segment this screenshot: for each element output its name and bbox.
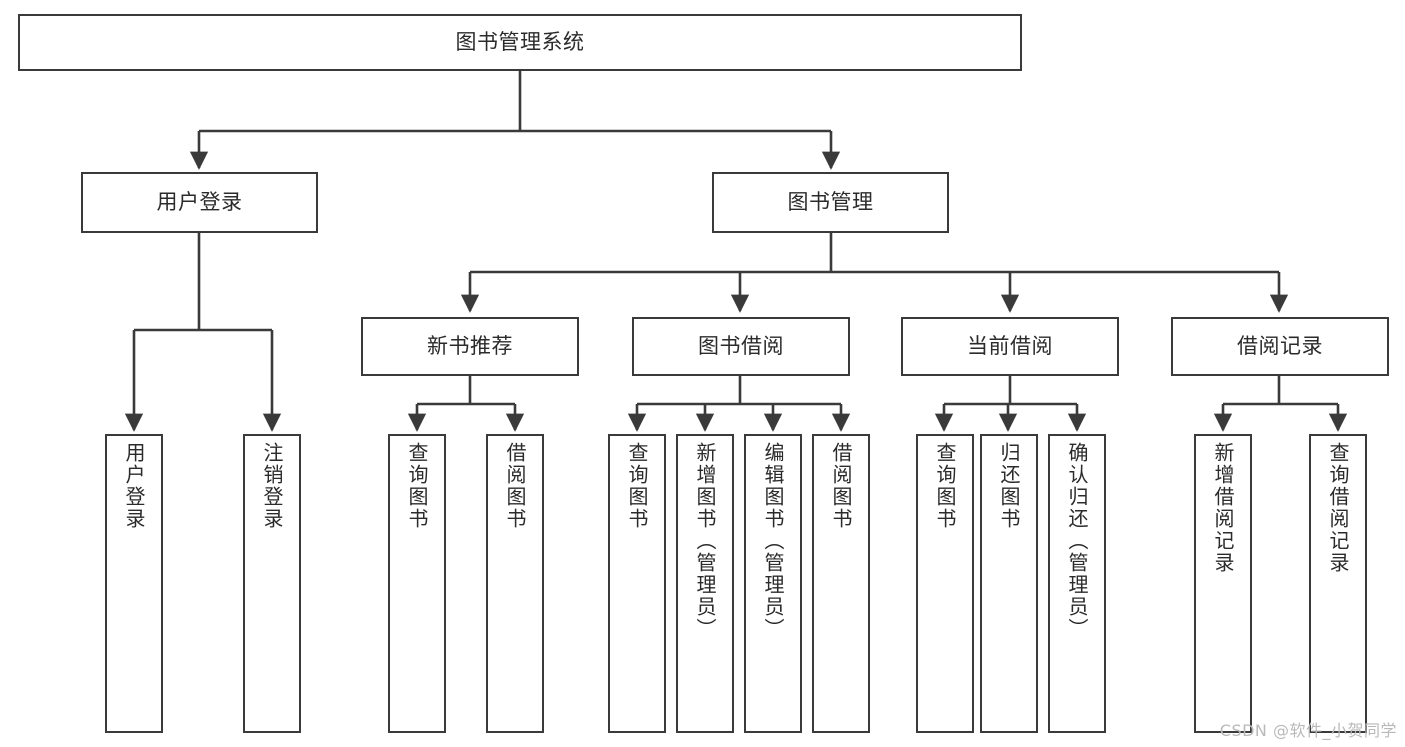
node-leaf-query-book-1[interactable]: 查询图书 xyxy=(388,434,446,733)
node-book-borrow[interactable]: 图书借阅 xyxy=(632,317,850,376)
node-book-manage[interactable]: 图书管理 xyxy=(712,172,949,233)
node-new-book-rec[interactable]: 新书推荐 xyxy=(361,317,579,376)
node-leaf-query-book-1-label: 查询图书 xyxy=(405,442,429,530)
node-leaf-add-record[interactable]: 新增借阅记录 xyxy=(1194,434,1252,733)
node-leaf-user-login[interactable]: 用户登录 xyxy=(105,434,163,733)
node-user-login[interactable]: 用户登录 xyxy=(81,172,318,233)
node-leaf-edit-book-label: 编辑图书（管理员） xyxy=(761,442,785,640)
node-borrow-record-label: 借阅记录 xyxy=(1237,334,1323,359)
node-leaf-query-record[interactable]: 查询借阅记录 xyxy=(1309,434,1367,733)
node-leaf-logout-label: 注销登录 xyxy=(260,442,284,530)
node-leaf-borrow-book-2[interactable]: 借阅图书 xyxy=(812,434,870,733)
node-root-label: 图书管理系统 xyxy=(455,30,585,55)
node-leaf-confirm-return-label: 确认归还（管理员） xyxy=(1065,442,1089,640)
node-leaf-logout[interactable]: 注销登录 xyxy=(243,434,301,733)
csdn-watermark: CSDN @软件_小贺同学 xyxy=(1219,721,1397,740)
node-leaf-confirm-return[interactable]: 确认归还（管理员） xyxy=(1048,434,1106,733)
node-leaf-add-book[interactable]: 新增图书（管理员） xyxy=(676,434,734,733)
node-leaf-borrow-book-1-label: 借阅图书 xyxy=(503,442,527,530)
node-leaf-borrow-book-1[interactable]: 借阅图书 xyxy=(486,434,544,733)
node-book-borrow-label: 图书借阅 xyxy=(698,334,784,359)
node-leaf-borrow-book-2-label: 借阅图书 xyxy=(829,442,853,530)
node-new-book-rec-label: 新书推荐 xyxy=(427,334,513,359)
node-leaf-add-book-label: 新增图书（管理员） xyxy=(693,442,717,640)
node-leaf-return-book[interactable]: 归还图书 xyxy=(980,434,1038,733)
node-leaf-add-record-label: 新增借阅记录 xyxy=(1211,442,1235,574)
node-current-borrow[interactable]: 当前借阅 xyxy=(901,317,1119,376)
node-leaf-query-book-2-label: 查询图书 xyxy=(625,442,649,530)
node-leaf-query-book-3-label: 查询图书 xyxy=(933,442,957,530)
node-borrow-record[interactable]: 借阅记录 xyxy=(1171,317,1389,376)
node-leaf-query-book-3[interactable]: 查询图书 xyxy=(916,434,974,733)
node-leaf-return-book-label: 归还图书 xyxy=(997,442,1021,530)
node-leaf-query-book-2[interactable]: 查询图书 xyxy=(608,434,666,733)
node-book-manage-label: 图书管理 xyxy=(787,190,874,215)
node-user-login-label: 用户登录 xyxy=(156,190,243,215)
node-leaf-edit-book[interactable]: 编辑图书（管理员） xyxy=(744,434,802,733)
node-current-borrow-label: 当前借阅 xyxy=(967,334,1053,359)
node-root[interactable]: 图书管理系统 xyxy=(18,14,1022,71)
node-leaf-user-login-label: 用户登录 xyxy=(122,442,146,530)
node-leaf-query-record-label: 查询借阅记录 xyxy=(1326,442,1350,574)
